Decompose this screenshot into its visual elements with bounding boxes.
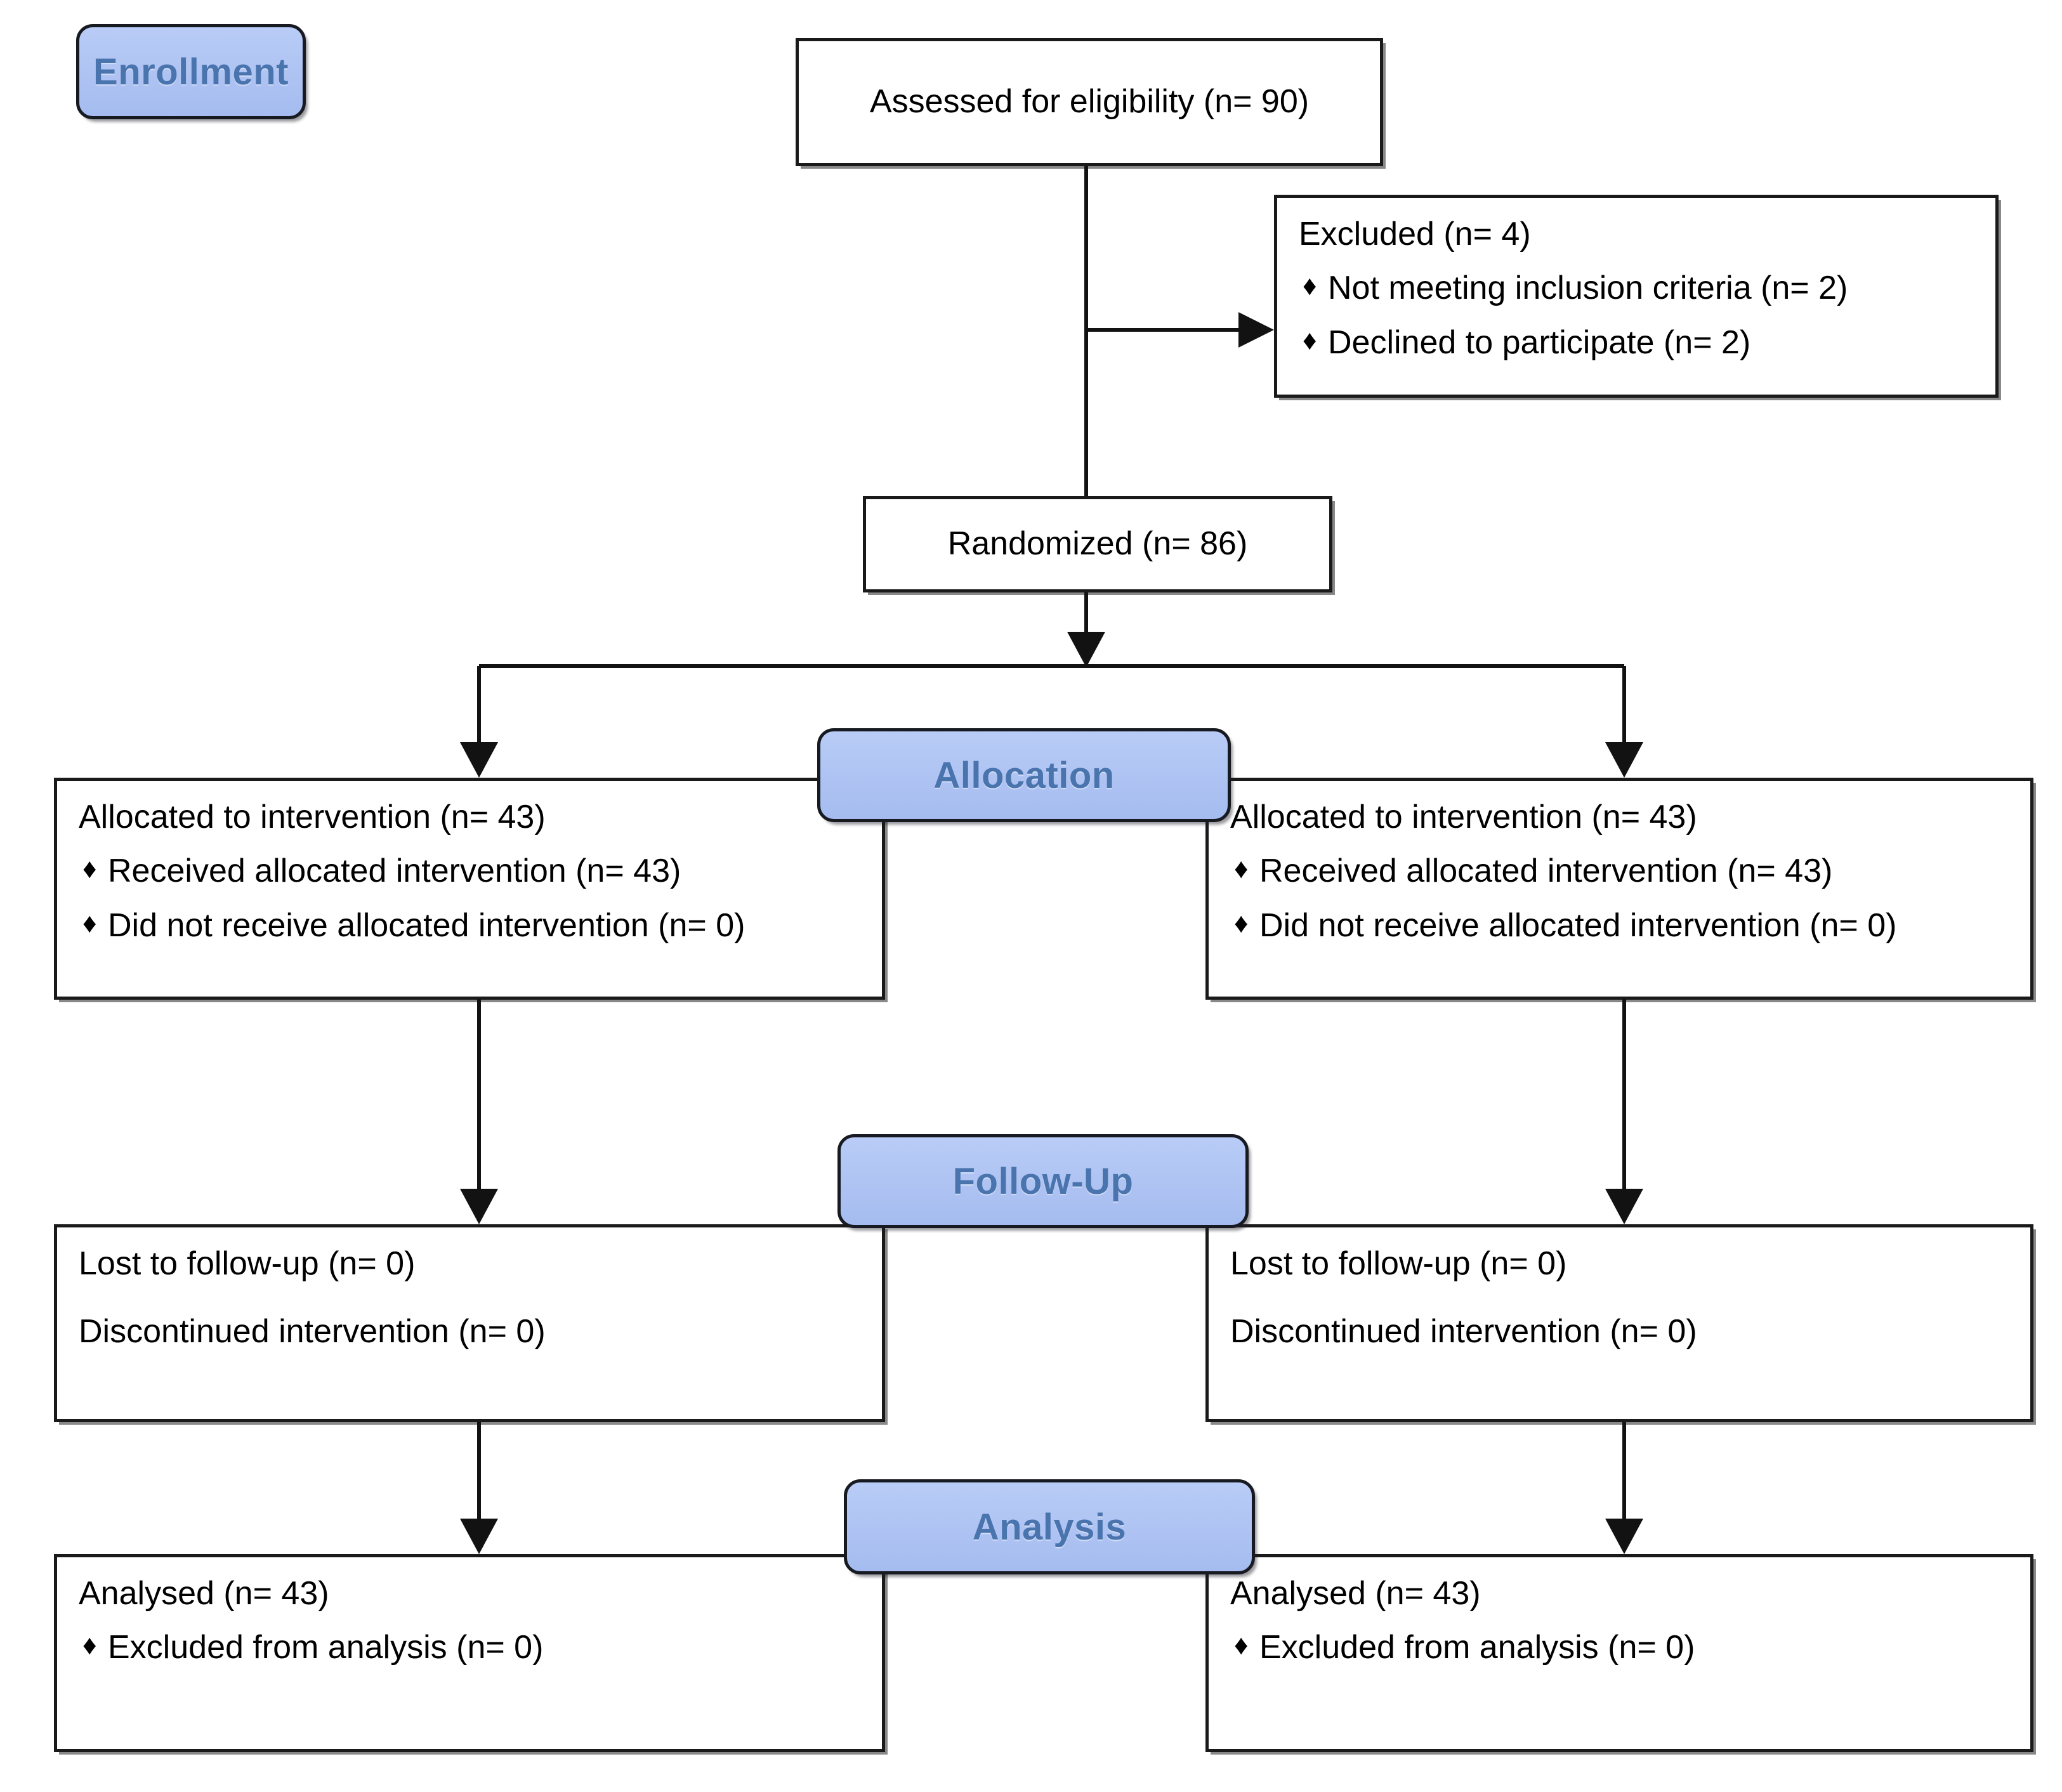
node-excluded: Excluded (n= 4) ♦ Not meeting inclusion … (1274, 195, 1999, 398)
arrowhead-excluded (1238, 312, 1274, 348)
stage-badge-enrollment: Enrollment (76, 24, 306, 119)
excluded-item-1: ♦ Not meeting inclusion criteria (n= 2) (1299, 268, 1974, 308)
followup-right-line-1: Lost to follow-up (n= 0) (1230, 1245, 1567, 1282)
excluded-title: Excluded (n= 4) (1299, 216, 1531, 252)
node-allocation-left: Allocated to intervention (n= 43) ♦ Rece… (54, 778, 885, 1000)
diamond-bullet-icon: ♦ (1303, 270, 1317, 302)
analysis-left-item-1-label: Excluded from analysis (n= 0) (108, 1629, 544, 1666)
allocation-left-item-2-label: Did not receive allocated intervention (… (108, 906, 745, 944)
arrowhead-left-analysis (460, 1519, 498, 1554)
analysis-right-title: Analysed (n= 43) (1230, 1575, 1481, 1612)
analysis-left-title: Analysed (n= 43) (79, 1575, 329, 1612)
diamond-bullet-icon: ♦ (1234, 1630, 1249, 1661)
allocation-left-title: Allocated to intervention (n= 43) (79, 799, 546, 835)
diamond-bullet-icon: ♦ (82, 907, 97, 939)
stage-badge-analysis: Analysis (844, 1479, 1255, 1574)
arrowhead-left-allocation (460, 742, 498, 778)
node-followup-right: Lost to follow-up (n= 0) Discontinued in… (1205, 1224, 2033, 1422)
excluded-item-1-label: Not meeting inclusion criteria (n= 2) (1328, 270, 1848, 307)
allocation-right-item-1-label: Received allocated intervention (n= 43) (1259, 853, 1833, 890)
allocation-right-item-2-label: Did not receive allocated intervention (… (1259, 906, 1897, 944)
diamond-bullet-icon: ♦ (1234, 907, 1249, 939)
excluded-item-2: ♦ Declined to participate (n= 2) (1299, 323, 1974, 363)
node-analysis-right: Analysed (n= 43) ♦ Excluded from analysi… (1205, 1554, 2033, 1752)
arrowhead-right-followup (1605, 1189, 1643, 1224)
followup-left-line-2: Discontinued intervention (n= 0) (79, 1313, 546, 1351)
analysis-left-item-1: ♦ Excluded from analysis (n= 0) (79, 1628, 860, 1668)
node-followup-left: Lost to follow-up (n= 0) Discontinued in… (54, 1224, 885, 1422)
stage-badge-allocation-label: Allocation (933, 754, 1115, 796)
node-randomized: Randomized (n= 86) (863, 496, 1332, 592)
followup-right-line-2: Discontinued intervention (n= 0) (1230, 1313, 1697, 1351)
allocation-right-item-1: ♦ Received allocated intervention (n= 43… (1230, 851, 2009, 891)
followup-left-line-1: Lost to follow-up (n= 0) (79, 1245, 416, 1282)
diamond-bullet-icon: ♦ (82, 853, 97, 885)
arrowhead-split (1067, 632, 1105, 667)
stage-badge-analysis-label: Analysis (972, 1506, 1127, 1548)
arrowhead-right-allocation (1605, 742, 1643, 778)
allocation-right-title: Allocated to intervention (n= 43) (1230, 799, 1697, 835)
diamond-bullet-icon: ♦ (1234, 853, 1249, 885)
allocation-right-item-2: ♦ Did not receive allocated intervention… (1230, 906, 2009, 946)
node-allocation-right: Allocated to intervention (n= 43) ♦ Rece… (1205, 778, 2033, 1000)
diamond-bullet-icon: ♦ (1303, 324, 1317, 356)
allocation-left-item-2: ♦ Did not receive allocated intervention… (79, 906, 860, 946)
stage-badge-followup-label: Follow-Up (952, 1160, 1134, 1202)
stage-badge-allocation: Allocation (817, 728, 1231, 822)
allocation-left-item-1: ♦ Received allocated intervention (n= 43… (79, 851, 860, 891)
excluded-item-2-label: Declined to participate (n= 2) (1328, 324, 1751, 361)
node-analysis-left: Analysed (n= 43) ♦ Excluded from analysi… (54, 1554, 885, 1752)
randomized-text: Randomized (n= 86) (947, 525, 1248, 563)
arrowhead-left-followup (460, 1189, 498, 1224)
stage-badge-followup: Follow-Up (837, 1134, 1249, 1228)
diamond-bullet-icon: ♦ (82, 1630, 97, 1661)
analysis-right-item-1-label: Excluded from analysis (n= 0) (1259, 1629, 1695, 1666)
analysis-right-item-1: ♦ Excluded from analysis (n= 0) (1230, 1628, 2009, 1668)
assessed-text: Assessed for eligibility (n= 90) (869, 83, 1310, 121)
stage-badge-enrollment-label: Enrollment (93, 51, 289, 93)
allocation-left-item-1-label: Received allocated intervention (n= 43) (108, 853, 681, 890)
arrowhead-right-analysis (1605, 1519, 1643, 1554)
node-assessed-for-eligibility: Assessed for eligibility (n= 90) (796, 38, 1383, 166)
